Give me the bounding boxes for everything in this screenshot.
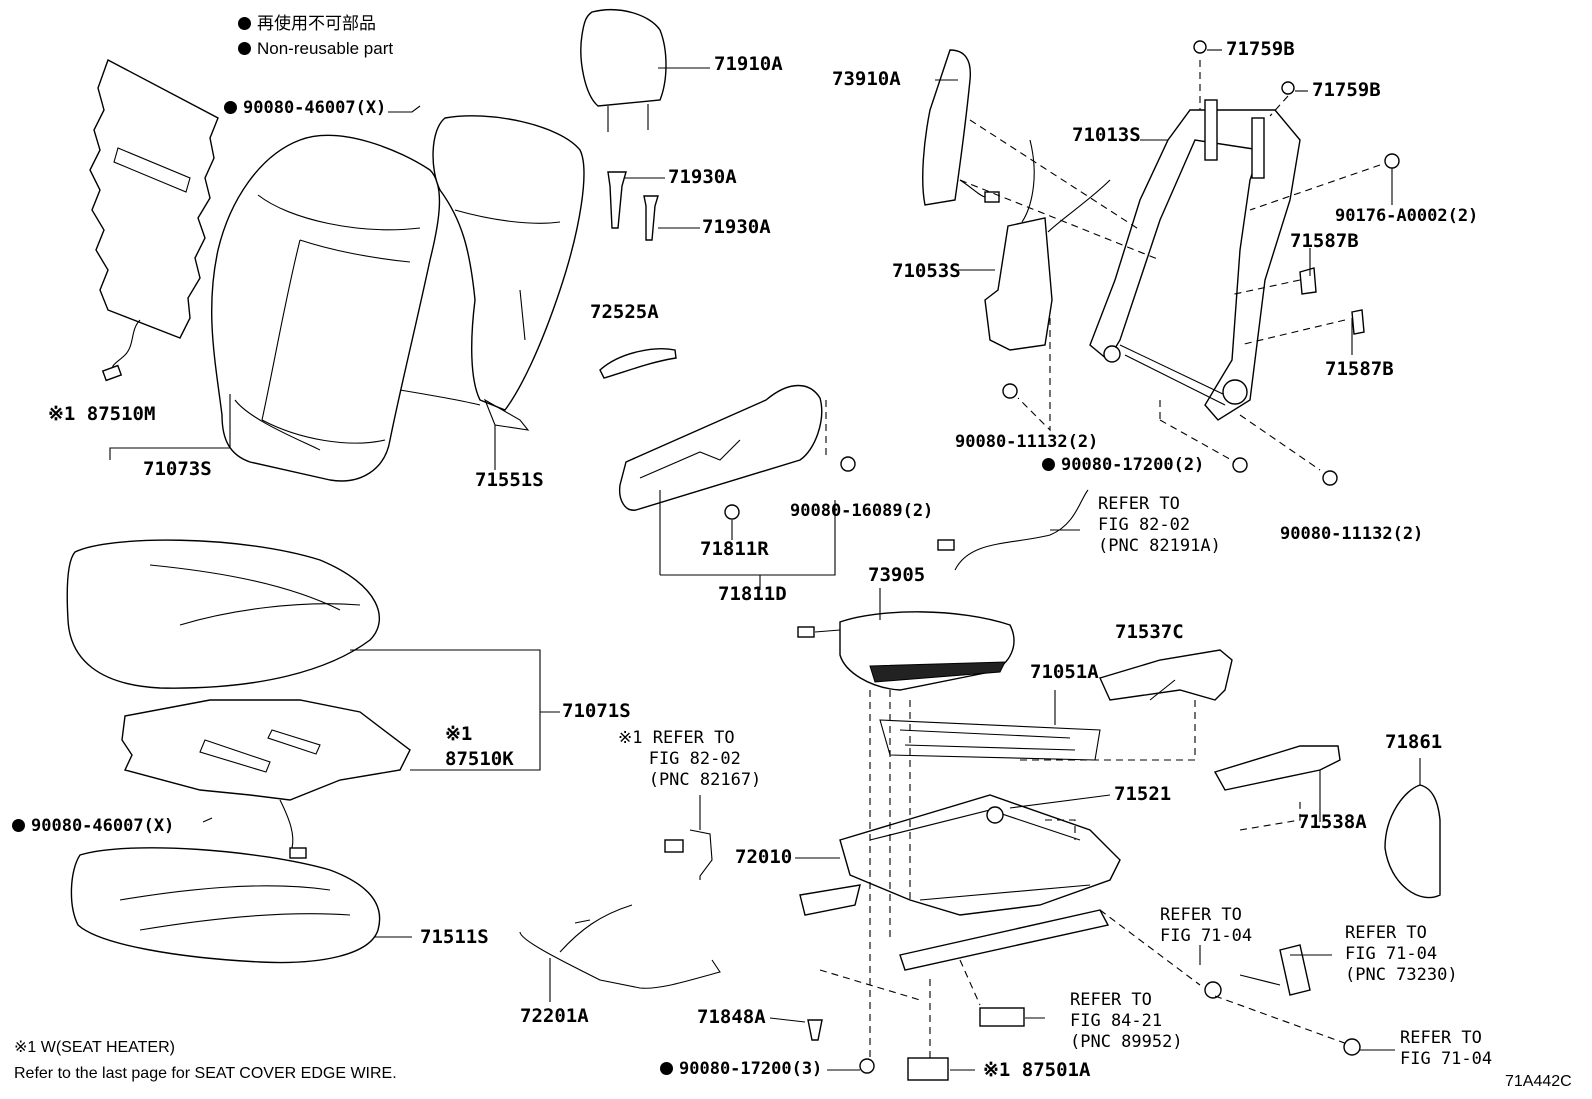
cushion-pad: [70, 847, 381, 964]
headrest: [580, 9, 667, 132]
label-71910A: 71910A: [714, 53, 783, 75]
nonreusable-dot-icon: [660, 1062, 673, 1075]
label-71551S: 71551S: [475, 469, 544, 491]
label-72201A: 72201A: [520, 1005, 589, 1027]
nonreusable-dot-icon: [224, 101, 237, 114]
label-73910A: 73910A: [832, 68, 901, 90]
label-90080-11132-a: 90080-11132(2): [955, 432, 1099, 452]
label-73905: 73905: [868, 564, 926, 586]
leader-lines: [109, 49, 1421, 1071]
cushion-heater: [121, 699, 411, 859]
part-number: 90080-46007(X): [31, 816, 175, 836]
ref-fig-71-04-pnc-73230: REFER TO FIG 71-04 (PNC 73230): [1345, 923, 1458, 985]
label-71811D: 71811D: [718, 583, 787, 605]
label-71521: 71521: [1114, 783, 1172, 805]
nonreusable-dot-icon: [1042, 458, 1055, 471]
label-71848A: 71848A: [697, 1006, 766, 1028]
label-71811R: 71811R: [700, 538, 769, 560]
seat-belt-buckle: [1204, 944, 1361, 1056]
label-90080-16089: 90080-16089(2): [790, 501, 934, 521]
cover-71861: [1384, 784, 1441, 899]
ref-fig-71-04-a: REFER TO FIG 71-04: [1160, 905, 1253, 946]
label-90080-46007-bottom: 90080-46007(X): [12, 818, 174, 835]
label-71759B-2: 71759B: [1312, 79, 1381, 101]
label-71587B-1: 71587B: [1290, 230, 1359, 252]
switch-72525A: [599, 348, 677, 379]
part-number: 90080-46007(X): [243, 98, 387, 118]
label-71053S: 71053S: [892, 260, 961, 282]
label-71537C: 71537C: [1115, 621, 1184, 643]
part-number: 90080-17200(2): [1061, 455, 1205, 475]
label-87501A: ※1 87501A: [983, 1059, 1091, 1081]
label-90080-17200-b: 90080-17200(2): [1042, 457, 1204, 474]
ref-fig-82-02-pnc-82191A: REFER TO FIG 82-02 (PNC 82191A): [1098, 494, 1221, 556]
headrest-supports: [607, 171, 659, 241]
legend-jp-text: 再使用不可部品: [257, 14, 376, 33]
label-71861: 71861: [1385, 731, 1443, 753]
label-71759B-1: 71759B: [1226, 38, 1295, 60]
label-71538A: 71538A: [1298, 811, 1367, 833]
label-90080-17200-c: 90080-17200(3): [660, 1061, 822, 1078]
ref-fig-84-21-pnc-89952: REFER TO FIG 84-21 (PNC 89952): [1070, 990, 1183, 1052]
fasteners: [664, 40, 1400, 1081]
seatback-cover: [211, 134, 441, 482]
footnote-seat-heater: ※1 W(SEAT HEATER): [14, 1039, 175, 1056]
side-airbag: [922, 49, 1000, 206]
figure-code: 71A442C: [1505, 1073, 1572, 1090]
legend-en-text: Non-reusable part: [257, 39, 394, 58]
seatback-heater-pad: [89, 59, 219, 382]
label-87510K: 87510K: [445, 748, 514, 770]
label-72525A: 72525A: [590, 301, 659, 323]
label-87510M: ※1 87510M: [48, 403, 156, 425]
ref-fig-82-02-pnc-82167: ※1 REFER TO FIG 82-02 (PNC 82167): [618, 728, 762, 790]
label-71051A: 71051A: [1030, 661, 1099, 683]
lumbar-support: [984, 139, 1111, 351]
nonreusable-dot-icon: [12, 819, 25, 832]
legend-line-1: 再使用不可部品: [238, 15, 376, 32]
nonreusable-dot-icon: [238, 17, 251, 30]
cover-wire: [519, 904, 721, 989]
side-shield: [618, 384, 856, 520]
ref-fig-71-04-c: REFER TO FIG 71-04: [1400, 1028, 1493, 1069]
cushion-pan: [797, 611, 1015, 691]
label-71930A-1: 71930A: [668, 166, 737, 188]
label-90176-A0002: 90176-A0002(2): [1335, 206, 1479, 226]
label-72010: 72010: [735, 846, 793, 868]
nonreusable-dot-icon: [238, 42, 251, 55]
label-87510K-mark: ※1: [445, 723, 473, 745]
label-71930A-2: 71930A: [702, 216, 771, 238]
label-71511S: 71511S: [420, 926, 489, 948]
label-90080-46007-top: 90080-46007(X): [224, 100, 386, 117]
part-number: 90080-17200(3): [679, 1059, 823, 1079]
label-71587B-2: 71587B: [1325, 358, 1394, 380]
seatback-pad: [399, 115, 585, 431]
cushion-cover: [66, 539, 380, 689]
legend-line-2: Non-reusable part: [238, 40, 393, 57]
assembly-dashes: [819, 60, 1381, 1058]
label-90080-11132-b: 90080-11132(2): [1280, 524, 1424, 544]
footnote-edge-wire: Refer to the last page for SEAT COVER ED…: [14, 1065, 397, 1082]
label-71013S: 71013S: [1072, 124, 1141, 146]
track-covers: [1099, 649, 1341, 791]
label-71073S: 71073S: [143, 458, 212, 480]
label-71071S: 71071S: [562, 700, 631, 722]
seatback-frame: [1089, 99, 1301, 421]
